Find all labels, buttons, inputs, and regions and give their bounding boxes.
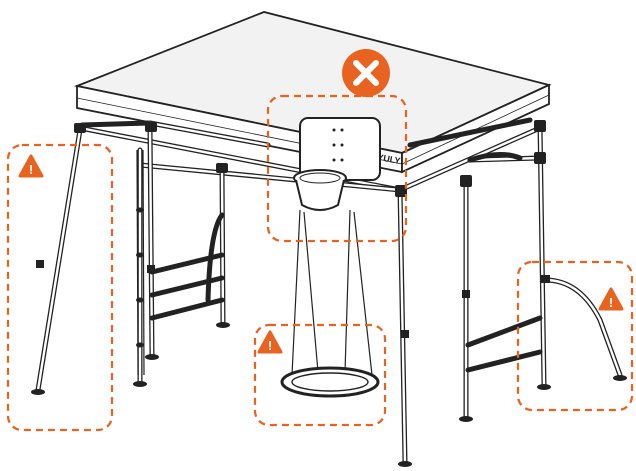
- left-leg-warning-region: [6, 143, 114, 432]
- canopy: YULY: [73, 11, 552, 174]
- warning-mark-left: !: [29, 162, 33, 177]
- rope-ladder: [136, 149, 145, 376]
- ladder-warning-region: [516, 260, 634, 412]
- brand-label: YULY: [377, 152, 402, 166]
- hoop-prohibited-region: [266, 94, 408, 243]
- warning-icon: !: [257, 330, 283, 354]
- warning-mark-ladder: !: [609, 295, 613, 310]
- left-ladder: [149, 212, 225, 321]
- posts: [35, 122, 547, 465]
- warning-icon: !: [598, 287, 624, 311]
- close-icon: [342, 49, 390, 97]
- feet: [31, 322, 627, 467]
- swing-warning-region: [253, 323, 387, 427]
- saucer-swing: [280, 209, 380, 398]
- joints: [36, 120, 550, 338]
- warning-mark-swing: !: [268, 338, 272, 353]
- warning-icon: !: [18, 154, 44, 178]
- right-ladder: [465, 277, 623, 378]
- top-frame: [77, 117, 543, 193]
- basketball-hoop: [293, 117, 381, 211]
